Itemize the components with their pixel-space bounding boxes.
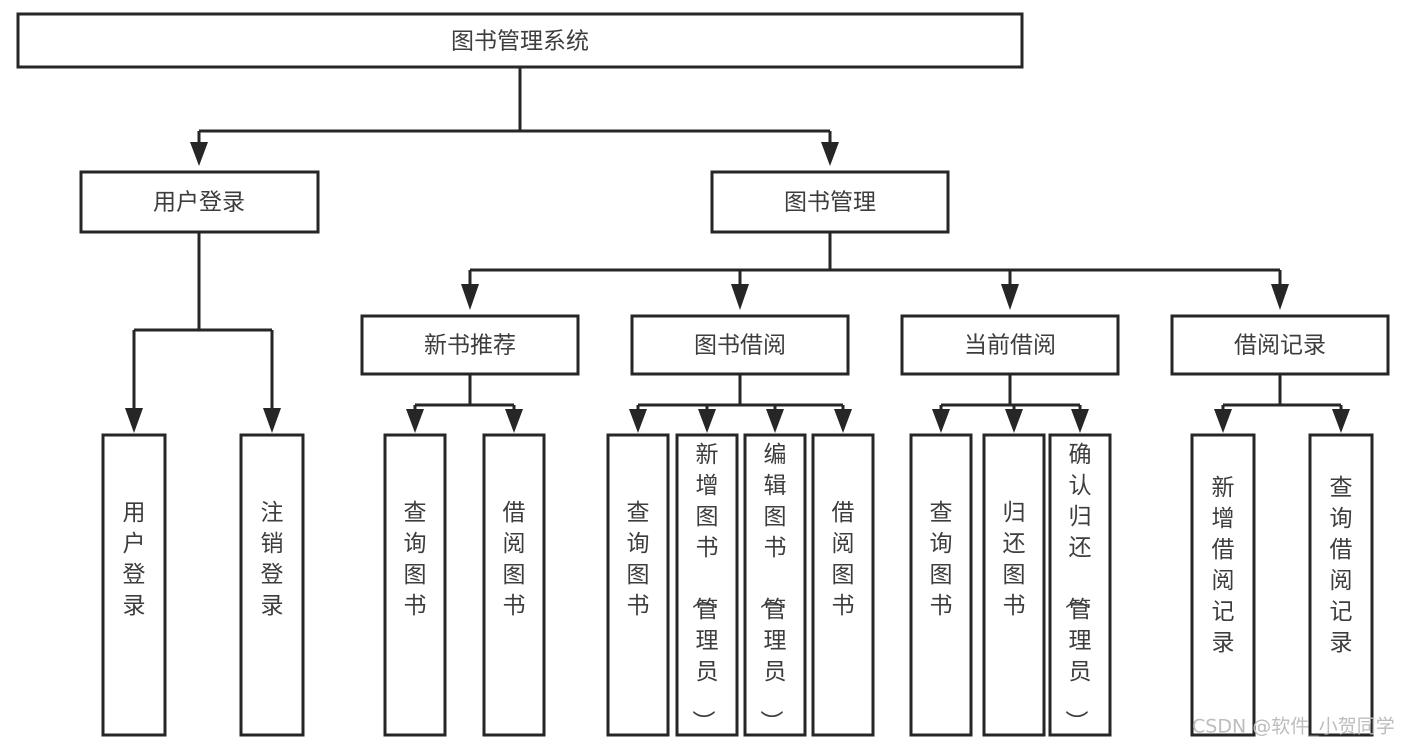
node-leaf-user-login-box[interactable] <box>101 433 167 737</box>
arrow-leaf-user-logout <box>263 408 281 433</box>
node-leaf-confirm-return-admin-box[interactable] <box>1048 433 1112 737</box>
node-user-login-box[interactable] <box>79 170 320 234</box>
arrow-leaf-record-1 <box>1214 409 1232 433</box>
node-book-manage-label: 图书管理 <box>784 190 876 216</box>
arrow-to-current-borrow <box>1001 284 1019 310</box>
node-leaf-newbook-borrow-book-box[interactable] <box>482 433 546 737</box>
connectors-bookmanage-to-level3 <box>461 232 1289 310</box>
node-root-box[interactable] <box>16 12 1024 69</box>
node-leaf-newbook-query-book-box[interactable] <box>383 433 447 737</box>
node-new-book-recommend[interactable]: 新书推荐 <box>360 314 580 376</box>
node-leaf-add-borrow-record[interactable]: 新增借阅记录 <box>1190 433 1256 737</box>
node-leaf-query-borrow-record-label: 查询借阅记录 <box>1330 475 1353 656</box>
connectors-bookborrow-to-leaves <box>629 374 852 433</box>
node-group-level3: 新书推荐 图书借阅 当前借阅 借阅记录 <box>360 314 1390 376</box>
node-borrow-record[interactable]: 借阅记录 <box>1170 314 1390 376</box>
arrow-leaf-current-1 <box>932 409 950 433</box>
node-leaf-current-query-book-box[interactable] <box>909 433 973 737</box>
watermark-label: CSDN @软件_小贺同学 <box>1192 716 1395 738</box>
arrow-leaf-borrow-2 <box>698 409 716 433</box>
node-leaf-newbook-query-book[interactable]: 查询图书 <box>383 433 447 737</box>
node-book-borrow-box[interactable] <box>630 314 850 376</box>
node-leaf-user-login[interactable]: 用户登录 <box>101 433 167 737</box>
node-book-borrow[interactable]: 图书借阅 <box>630 314 850 376</box>
node-leaf-newbook-query-book-label: 查询图书 <box>404 500 427 619</box>
arrow-leaf-record-2 <box>1332 409 1350 433</box>
node-leaf-confirm-return-admin-label: 确认归还（管理员） <box>1063 442 1092 733</box>
node-user-login[interactable]: 用户登录 <box>79 170 320 234</box>
node-leaf-add-borrow-record-box[interactable] <box>1190 433 1256 737</box>
node-leaf-current-query-book[interactable]: 查询图书 <box>909 433 973 737</box>
node-current-borrow[interactable]: 当前借阅 <box>900 314 1120 376</box>
node-book-borrow-label: 图书借阅 <box>694 333 786 359</box>
node-user-login-label: 用户登录 <box>153 190 245 216</box>
connectors-root-to-level2 <box>190 67 839 166</box>
node-root[interactable]: 图书管理系统 <box>16 12 1024 69</box>
arrow-leaf-current-3 <box>1071 409 1089 433</box>
arrow-leaf-borrow-4 <box>834 409 852 433</box>
node-root-label: 图书管理系统 <box>451 29 589 55</box>
node-leaf-borrow-query-book[interactable]: 查询图书 <box>606 433 670 737</box>
node-borrow-record-box[interactable] <box>1170 314 1390 376</box>
node-borrow-record-label: 借阅记录 <box>1234 333 1326 359</box>
node-leaf-return-book-label: 归还图书 <box>1003 500 1026 619</box>
node-leaf-confirm-return-admin[interactable]: 确认归还（管理员） <box>1048 433 1112 737</box>
node-current-borrow-box[interactable] <box>900 314 1120 376</box>
node-leaf-edit-book-admin-label: 编辑图书（管理员） <box>758 442 787 733</box>
node-leaf-add-book-admin[interactable]: 新增图书（管理员） <box>675 433 739 737</box>
node-leaf-return-book-box[interactable] <box>982 433 1046 737</box>
node-book-manage[interactable]: 图书管理 <box>710 170 950 234</box>
connectors-borrowrecord-to-leaves <box>1214 374 1350 433</box>
node-new-book-recommend-box[interactable] <box>360 314 580 376</box>
node-group-level2: 用户登录 图书管理 <box>79 170 950 234</box>
node-leaf-newbook-borrow-book-label: 借阅图书 <box>503 500 526 619</box>
node-leaf-return-book[interactable]: 归还图书 <box>982 433 1046 737</box>
node-leaf-borrow-query-book-box[interactable] <box>606 433 670 737</box>
node-leaf-query-borrow-record[interactable]: 查询借阅记录 <box>1308 433 1374 737</box>
node-leaf-user-logout-label: 注销登录 <box>261 500 284 619</box>
node-leaf-borrow-query-book-label: 查询图书 <box>627 500 650 619</box>
node-leaf-newbook-borrow-book[interactable]: 借阅图书 <box>482 433 546 737</box>
arrow-leaf-current-2 <box>1005 409 1023 433</box>
arrow-to-user-login <box>190 142 208 166</box>
arrow-to-book-borrow <box>731 284 749 310</box>
connectors-currentborrow-to-leaves <box>932 374 1089 433</box>
arrow-leaf-borrow-1 <box>629 409 647 433</box>
node-leaf-borrow-book-label: 借阅图书 <box>832 500 855 619</box>
arrow-leaf-newbook-2 <box>505 409 523 433</box>
arrow-leaf-newbook-1 <box>406 409 424 433</box>
connectors-newbook-to-leaves <box>406 374 523 433</box>
node-leaf-user-logout-box[interactable] <box>239 433 305 737</box>
arrow-leaf-user-login <box>125 408 143 433</box>
node-leaf-query-borrow-record-box[interactable] <box>1308 433 1374 737</box>
arrow-to-new-book <box>461 284 479 310</box>
connectors-userlogin-to-leaves <box>125 232 281 433</box>
node-current-borrow-label: 当前借阅 <box>964 333 1056 359</box>
node-leaf-borrow-book[interactable]: 借阅图书 <box>811 433 875 737</box>
node-leaf-edit-book-admin-box[interactable] <box>743 433 807 737</box>
node-leaf-user-login-label: 用户登录 <box>123 500 146 619</box>
node-leaf-add-book-admin-box[interactable] <box>675 433 739 737</box>
arrow-to-borrow-record <box>1271 284 1289 310</box>
node-leaf-add-borrow-record-label: 新增借阅记录 <box>1212 475 1235 656</box>
arrow-to-book-manage <box>821 142 839 166</box>
node-leaf-user-logout[interactable]: 注销登录 <box>239 433 305 737</box>
node-book-manage-box[interactable] <box>710 170 950 234</box>
node-leaf-borrow-book-box[interactable] <box>811 433 875 737</box>
arrow-leaf-borrow-3 <box>766 409 784 433</box>
node-new-book-recommend-label: 新书推荐 <box>424 333 516 359</box>
node-leaf-edit-book-admin[interactable]: 编辑图书（管理员） <box>743 433 807 737</box>
node-leaf-add-book-admin-label: 新增图书（管理员） <box>690 442 719 733</box>
node-leaf-current-query-book-label: 查询图书 <box>930 500 953 619</box>
node-group-leaves: 用户登录 注销登录 查询图书 借阅图书 查询图书 新增图书（管理员） <box>101 433 1374 737</box>
